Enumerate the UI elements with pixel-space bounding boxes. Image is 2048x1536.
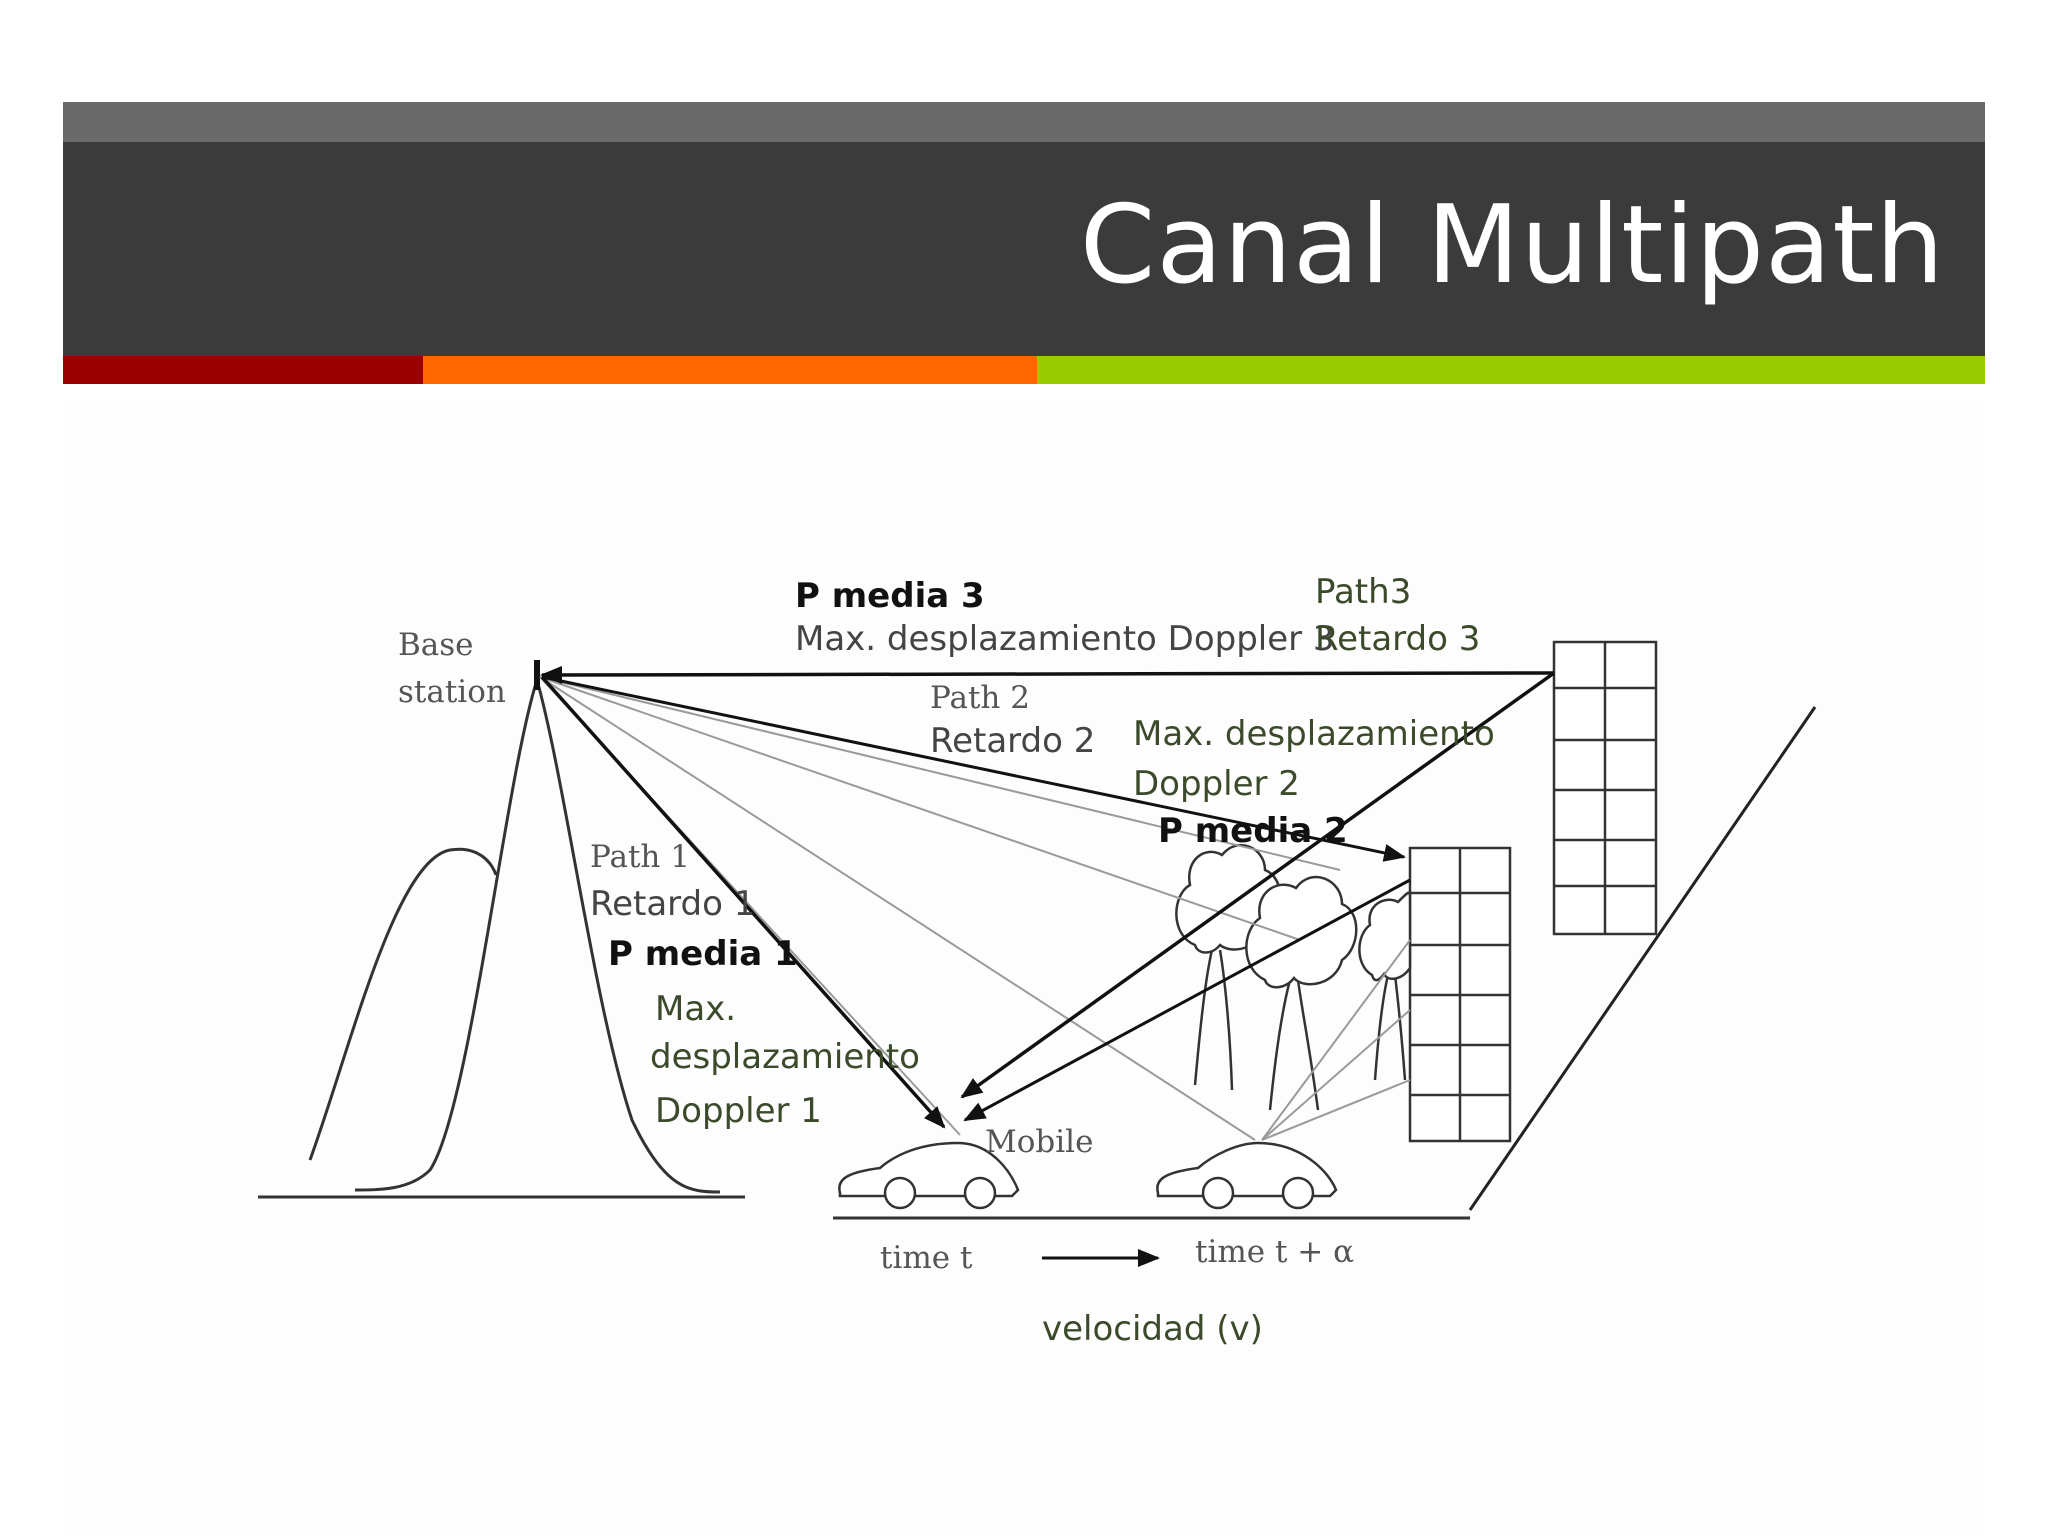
time-start-label: time t [880, 1240, 973, 1276]
path2-power-label: P media 2 [1158, 811, 1348, 851]
tree-3 [1359, 893, 1410, 1080]
car-time-t-alpha [1157, 1143, 1336, 1208]
path3-power-label: P media 3 [795, 576, 985, 616]
base-station-label-line2: station [398, 674, 506, 710]
building-right [1554, 642, 1656, 934]
path3-name-label: Path3 [1315, 572, 1411, 612]
slide-header: Canal Multipath [63, 142, 1985, 356]
multipath-diagram: Base station P media 3 Max. desplazamien… [63, 400, 1985, 1536]
building-middle [1410, 848, 1510, 1141]
tree-2 [1246, 877, 1356, 1110]
accent-bar-green [1037, 356, 1985, 384]
path1-doppler-label-line3: Doppler 1 [655, 1091, 822, 1131]
antenna [534, 660, 540, 690]
diagram-area: Base station P media 3 Max. desplazamien… [63, 400, 1985, 1536]
path1-doppler-label-line2: desplazamiento [650, 1037, 920, 1077]
path3-doppler-label: Max. desplazamiento Doppler 3 [795, 619, 1335, 659]
path1-power-label: P media 1 [608, 934, 798, 974]
time-end-label: time t + α [1195, 1234, 1354, 1270]
path3-direct-ray [542, 673, 1554, 675]
accent-bar-red [63, 356, 423, 384]
path2-name-label: Path 2 [930, 680, 1030, 716]
path1-doppler-label-line1: Max. [655, 989, 736, 1029]
velocity-label: velocidad (v) [1042, 1309, 1263, 1349]
path2-doppler-label-line2: Doppler 2 [1133, 764, 1300, 804]
hill-small [310, 849, 496, 1160]
path1-delay-label: Retardo 1 [590, 884, 755, 924]
mobile-label: Mobile [985, 1124, 1093, 1160]
header-top-strip [63, 102, 1985, 142]
base-station-label-line1: Base [398, 627, 474, 663]
slide-title: Canal Multipath [1080, 192, 1945, 300]
accent-bar-orange [423, 356, 1037, 384]
path1-name-label: Path 1 [590, 839, 690, 875]
path2-doppler-label-line1: Max. desplazamiento [1133, 714, 1495, 754]
path2-delay-label: Retardo 2 [930, 721, 1095, 761]
path3-delay-label: Retardo 3 [1315, 619, 1480, 659]
